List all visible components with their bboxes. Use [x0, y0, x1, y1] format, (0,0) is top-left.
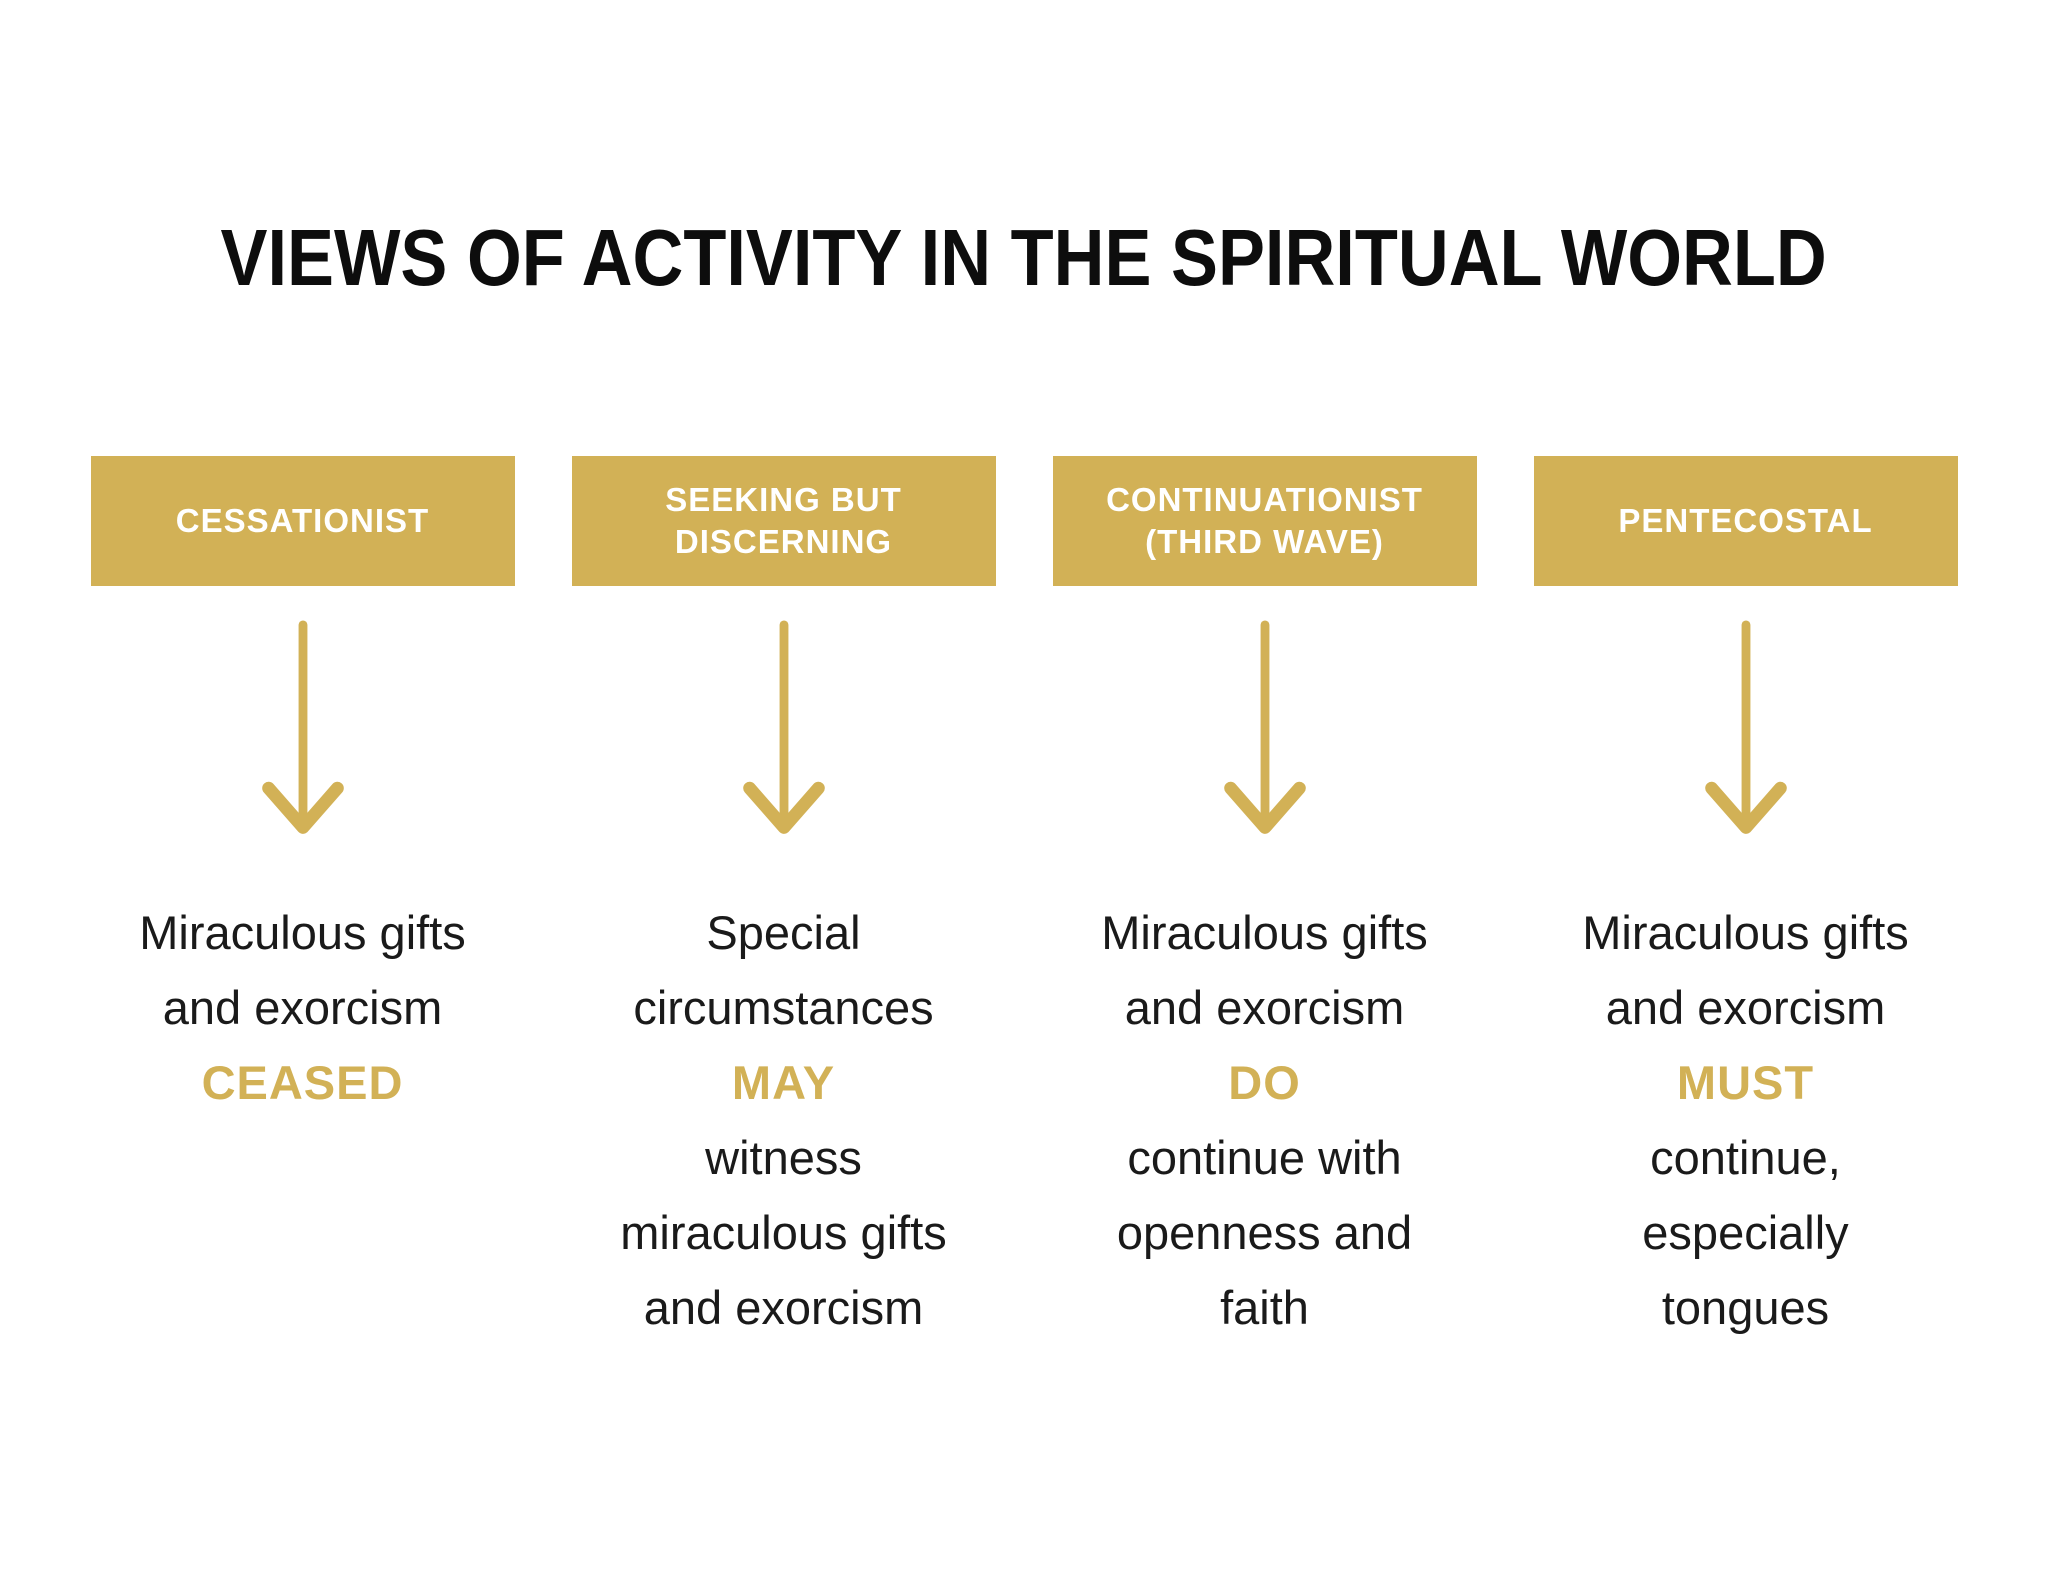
description-line: openness and	[1116, 1206, 1413, 1259]
keyword-must: MUST	[1676, 1056, 1815, 1109]
header-label: PENTECOSTAL	[1618, 502, 1873, 539]
header-label: SEEKING BUT DISCERNING	[665, 481, 902, 560]
page-title-text: VIEWS OF ACTIVITY IN THE SPIRITUAL WORLD	[220, 213, 1828, 302]
description-line: and exorcism	[1124, 981, 1405, 1034]
down-arrow-icon	[742, 620, 825, 834]
description-line: and exorcism	[162, 981, 443, 1034]
description-pentecostal: Miraculous gifts and exorcism MUST conti…	[1506, 895, 1986, 1345]
description-line: Special	[706, 906, 861, 959]
description-line: continue,	[1650, 1131, 1841, 1184]
description-line: Miraculous gifts	[139, 906, 466, 959]
header-box-cessationist: CESSATIONIST	[90, 456, 515, 586]
description-continuationist-third-wave: Miraculous gifts and exorcism DO continu…	[1025, 895, 1505, 1345]
columns-row: CESSATIONIST Miraculous gifts and exorci…	[0, 456, 2048, 1345]
description-line: faith	[1220, 1281, 1309, 1334]
description-cessationist: Miraculous gifts and exorcism CEASED	[63, 895, 543, 1120]
description-line: and exorcism	[1605, 981, 1886, 1034]
keyword-do: DO	[1228, 1056, 1301, 1109]
header-label: CESSATIONIST	[175, 502, 430, 539]
description-line: witness	[705, 1131, 862, 1184]
header-label: CONTINUATIONIST (THIRD WAVE)	[1106, 481, 1423, 560]
page-title: VIEWS OF ACTIVITY IN THE SPIRITUAL WORLD	[0, 218, 2048, 298]
header-box-pentecostal: PENTECOSTAL	[1533, 456, 1958, 586]
column-seeking-but-discerning: SEEKING BUT DISCERNING Special circumsta…	[571, 456, 996, 1345]
keyword-ceased: CEASED	[201, 1056, 404, 1109]
description-seeking-but-discerning: Special circumstances MAY witness miracu…	[544, 895, 1024, 1345]
column-cessationist: CESSATIONIST Miraculous gifts and exorci…	[90, 456, 515, 1345]
down-arrow-icon	[261, 620, 344, 834]
description-line: tongues	[1661, 1281, 1830, 1334]
header-box-seeking-but-discerning: SEEKING BUT DISCERNING	[571, 456, 996, 586]
description-line: Miraculous gifts	[1101, 906, 1428, 959]
down-arrow-icon	[1704, 620, 1787, 834]
keyword-may: MAY	[731, 1056, 836, 1109]
header-box-continuationist-third-wave: CONTINUATIONIST (THIRD WAVE)	[1052, 456, 1477, 586]
down-arrow-icon	[1223, 620, 1306, 834]
description-line: continue with	[1127, 1131, 1402, 1184]
column-pentecostal: PENTECOSTAL Miraculous gifts and exorcis…	[1533, 456, 1958, 1345]
description-line: miraculous gifts	[620, 1206, 947, 1259]
description-line: circumstances	[633, 981, 934, 1034]
description-line: Miraculous gifts	[1582, 906, 1909, 959]
column-continuationist-third-wave: CONTINUATIONIST (THIRD WAVE) Miraculous …	[1052, 456, 1477, 1345]
description-line: especially	[1642, 1206, 1849, 1259]
description-line: and exorcism	[643, 1281, 924, 1334]
